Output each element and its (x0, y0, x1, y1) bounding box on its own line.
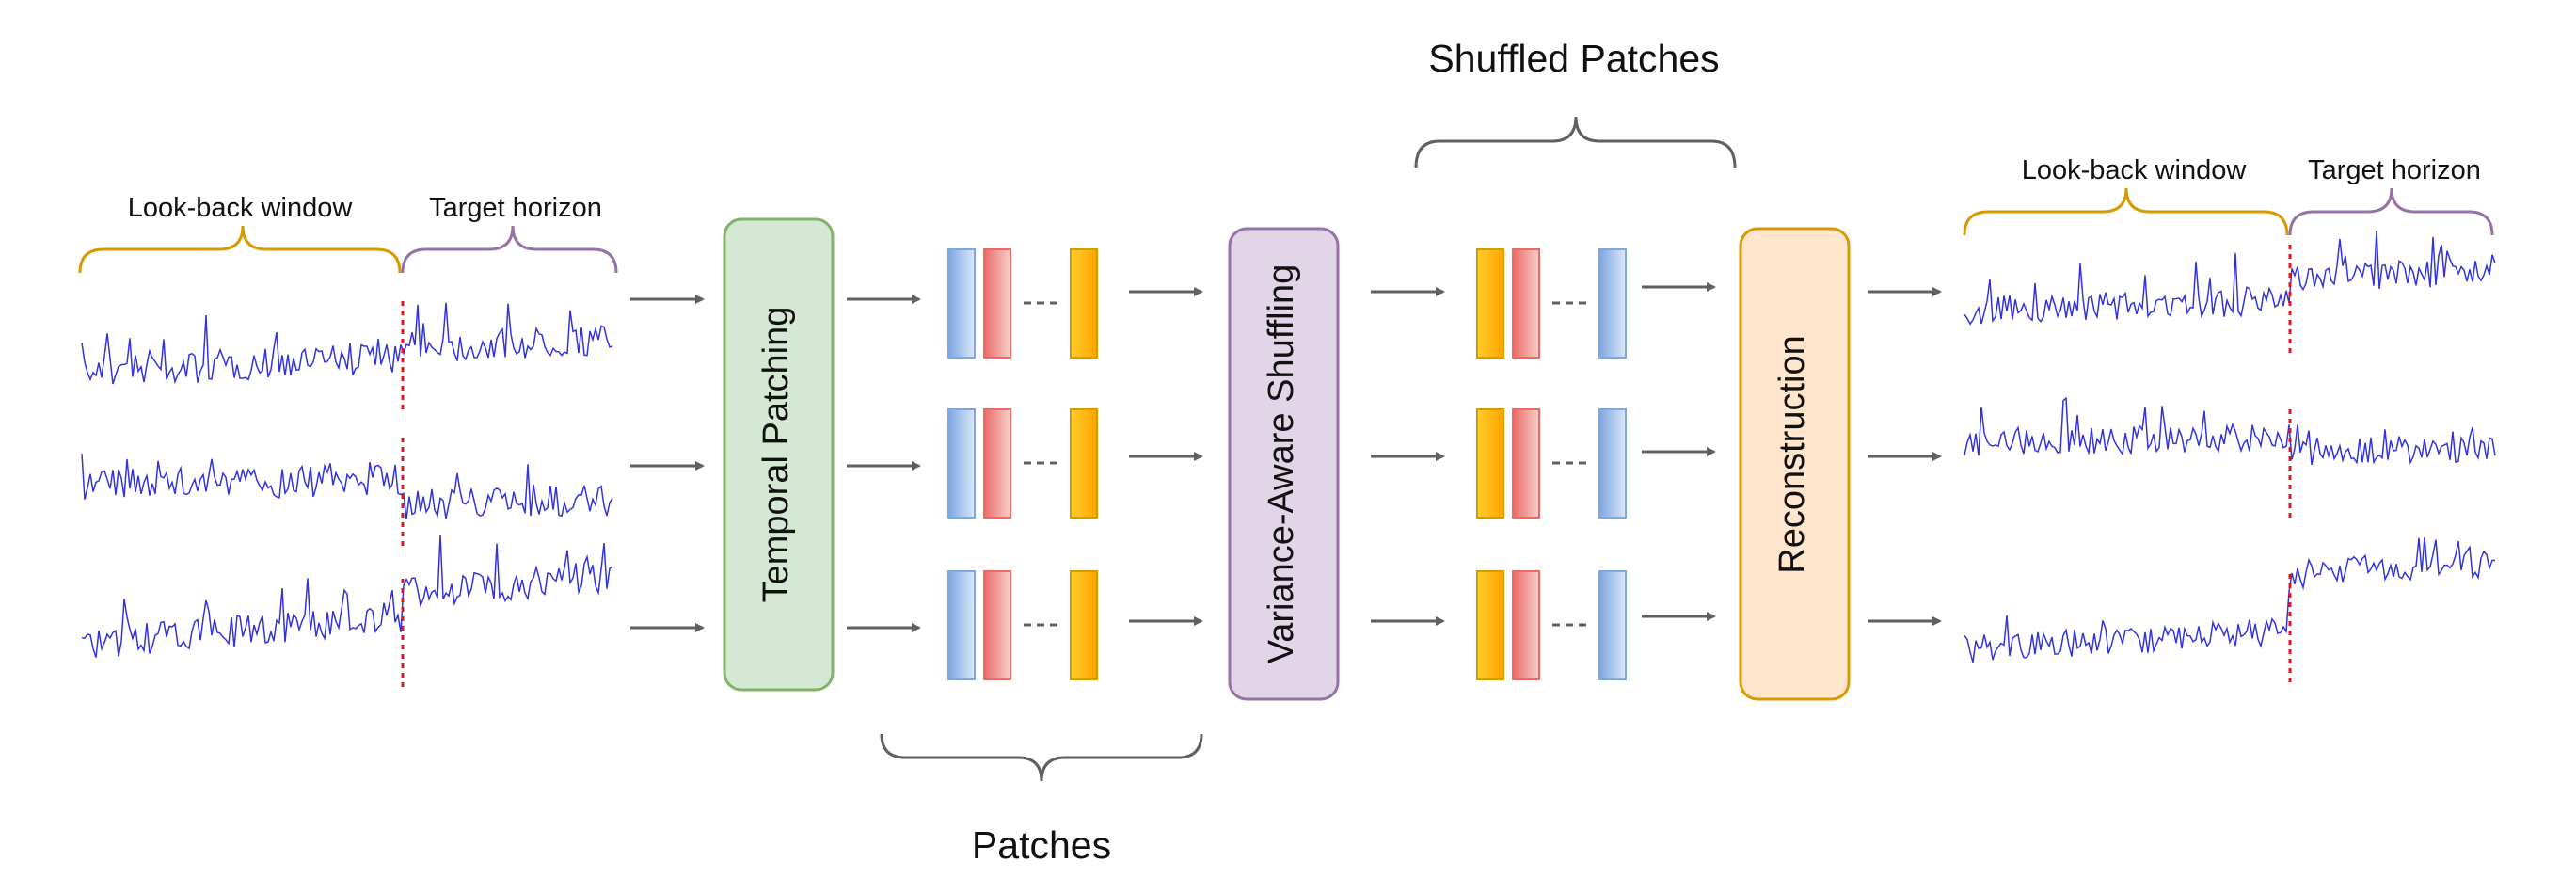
shuffled-row-1-red (1512, 248, 1540, 359)
reconstruction-box: Reconstruction (1739, 227, 1851, 701)
input-signal-1 (81, 302, 613, 385)
output-signal-1 (1964, 230, 2496, 326)
output-horizon-label: Target horizon (2308, 155, 2481, 185)
input-horizon-label: Target horizon (429, 193, 602, 223)
shuffled-patches-label: Shuffled Patches (1428, 37, 1719, 80)
temporal-patching-label: Temporal Patching (756, 307, 796, 603)
output-series (1964, 230, 2496, 682)
output-horizon-group: Target horizon (2288, 155, 2494, 236)
input-signal-3 (81, 535, 613, 658)
output-lookback-brace (1963, 187, 2289, 236)
output-signal-3 (1964, 536, 2496, 663)
output-lookback-label: Look-back window (2022, 155, 2248, 185)
flow-arrows (630, 282, 1942, 632)
shuffled-row-1-orange (1476, 248, 1504, 359)
patches-label: Patches (972, 823, 1111, 867)
shuffled-patches-brace (1414, 116, 1737, 168)
patch-row-3-orange (1070, 570, 1098, 680)
output-signal-2 (1964, 396, 2496, 466)
input-horizon-group: Target horizon (401, 193, 618, 274)
shuffled-patch-rows (1476, 248, 1627, 680)
patches-brace (880, 733, 1203, 782)
reconstruction-label: Reconstruction (1773, 335, 1812, 573)
patch-row-3-red (983, 570, 1011, 680)
shuffled-row-2-orange (1476, 408, 1504, 519)
patch-row-2-orange (1070, 408, 1098, 519)
patch-rows (947, 248, 1098, 680)
shuffled-row-2-red (1512, 408, 1540, 519)
shuffled-row-3-blue (1598, 570, 1627, 680)
shuffled-patches-group: Shuffled Patches (1414, 37, 1737, 168)
input-signal-2 (81, 454, 613, 519)
input-lookback-brace (78, 225, 402, 274)
patch-row-1-blue (947, 248, 976, 359)
output-horizon-brace (2288, 187, 2494, 236)
input-lookback-label: Look-back window (128, 193, 354, 223)
variance-shuffling-label: Variance-Aware Shuffling (1262, 264, 1301, 664)
patch-row-3-blue (947, 570, 976, 680)
patch-row-2-blue (947, 408, 976, 519)
shuffled-row-3-red (1512, 570, 1540, 680)
shuffled-row-2-blue (1598, 408, 1627, 519)
patches-group: Patches (880, 733, 1203, 867)
temporal-patching-box: Temporal Patching (723, 217, 835, 692)
output-lookback-group: Look-back window (1963, 155, 2289, 236)
input-horizon-brace (401, 225, 618, 274)
variance-shuffling-box: Variance-Aware Shuffling (1228, 227, 1340, 701)
input-series (81, 301, 613, 687)
patch-row-2-red (983, 408, 1011, 519)
patch-row-1-orange (1070, 248, 1098, 359)
shuffled-row-1-blue (1598, 248, 1627, 359)
shuffled-row-3-orange (1476, 570, 1504, 680)
input-lookback-group: Look-back window (78, 193, 402, 274)
patch-row-1-red (983, 248, 1011, 359)
